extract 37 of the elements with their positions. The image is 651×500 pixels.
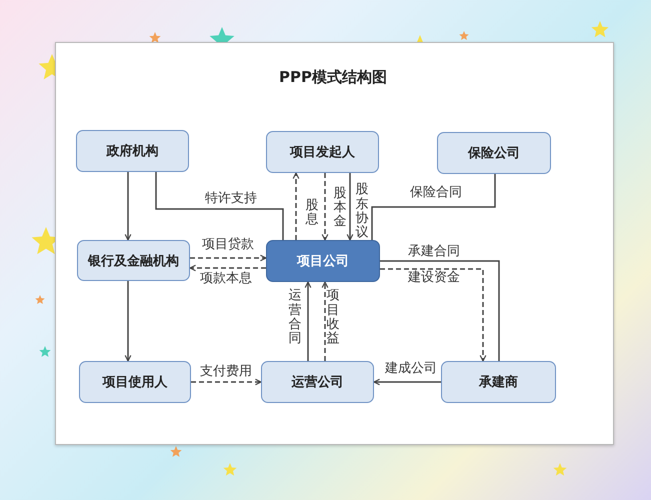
edge-label: 承建合同 xyxy=(408,244,460,260)
edge-label: 项目收益 xyxy=(326,289,340,347)
arrow xyxy=(190,254,267,262)
arrow xyxy=(189,264,266,272)
arrow xyxy=(322,281,328,361)
edge-label: 股本金 xyxy=(334,186,346,230)
entity-box: 保险公司 xyxy=(437,132,551,174)
edge-label: 建设资金 xyxy=(408,270,460,286)
highlighted-entity-box: 项目公司 xyxy=(266,240,380,282)
arrow xyxy=(304,281,312,361)
connector-line xyxy=(371,174,496,240)
arrow xyxy=(373,378,441,386)
entity-box: 运营公司 xyxy=(261,361,374,403)
edge-label: 股东协议 xyxy=(356,183,368,241)
entity-box: 项目发起人 xyxy=(266,131,379,173)
arrow xyxy=(124,172,132,241)
edge-label: 建成公司 xyxy=(385,362,437,376)
edge-label: 支付费用 xyxy=(200,364,252,380)
arrow xyxy=(191,378,262,386)
arrow xyxy=(322,173,328,241)
entity-box: 政府机构 xyxy=(76,130,189,172)
edge-label: 项目贷款 xyxy=(202,238,254,252)
entity-box: 银行及金融机构 xyxy=(77,240,190,281)
arrow xyxy=(380,268,486,362)
edge-label: 保险合同 xyxy=(410,186,462,200)
arrow xyxy=(124,281,132,362)
edge-label: 股息 xyxy=(306,198,318,228)
arrow xyxy=(292,172,300,240)
connector-line xyxy=(380,260,500,361)
entity-box: 承建商 xyxy=(441,361,556,403)
entity-box: 项目使用人 xyxy=(79,361,191,403)
diagram-title: PPP模式结构图 xyxy=(278,68,388,87)
edge-label: 运营合同 xyxy=(288,289,302,347)
arrow xyxy=(346,173,354,241)
edge-label: 特许支持 xyxy=(205,192,257,206)
edge-label: 项款本息 xyxy=(200,272,252,286)
connector-line xyxy=(155,172,284,240)
